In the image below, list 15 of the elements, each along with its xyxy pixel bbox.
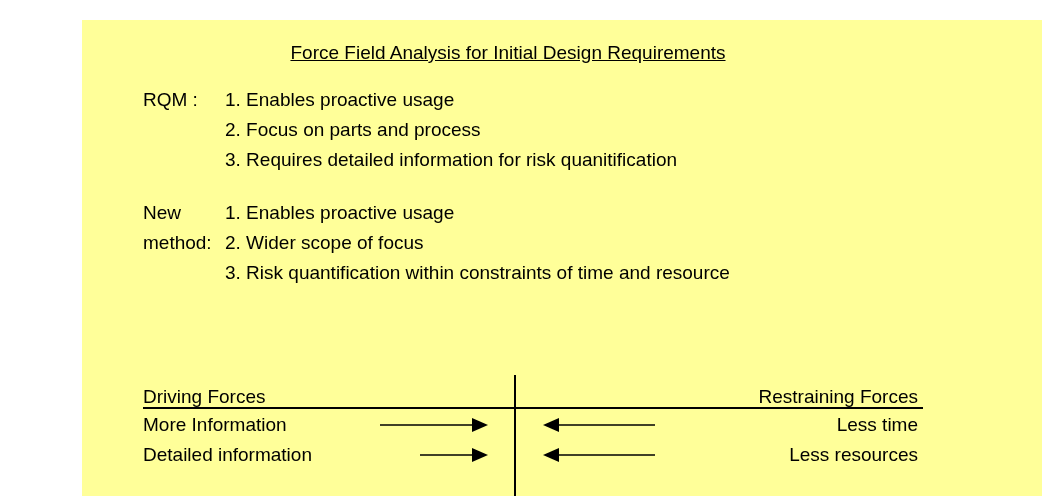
- list-item: 3. Requires detailed information for risk quanitification: [225, 148, 677, 172]
- column-heading: Driving Forces: [143, 385, 266, 409]
- list-item: 2. Wider scope of focus: [225, 231, 424, 255]
- row-label: New method:: [143, 201, 213, 255]
- force-label: More Information: [143, 413, 287, 437]
- force-label: Detailed information: [143, 443, 312, 467]
- force-label: Less resources: [789, 443, 918, 467]
- list-item: 1. Enables proactive usage: [225, 88, 455, 112]
- force-label: Less time: [836, 413, 918, 437]
- column-heading: Restraining Forces: [758, 385, 918, 409]
- title: Force Field Analysis for Initial Design Requirements: [289, 41, 727, 65]
- list-item: 3. Risk quantification within constraints of time and resource: [225, 261, 730, 285]
- list-item: 2. Focus on parts and process: [225, 118, 481, 142]
- list-item: 1. Enables proactive usage: [225, 201, 455, 225]
- row-label: RQM :: [143, 88, 198, 112]
